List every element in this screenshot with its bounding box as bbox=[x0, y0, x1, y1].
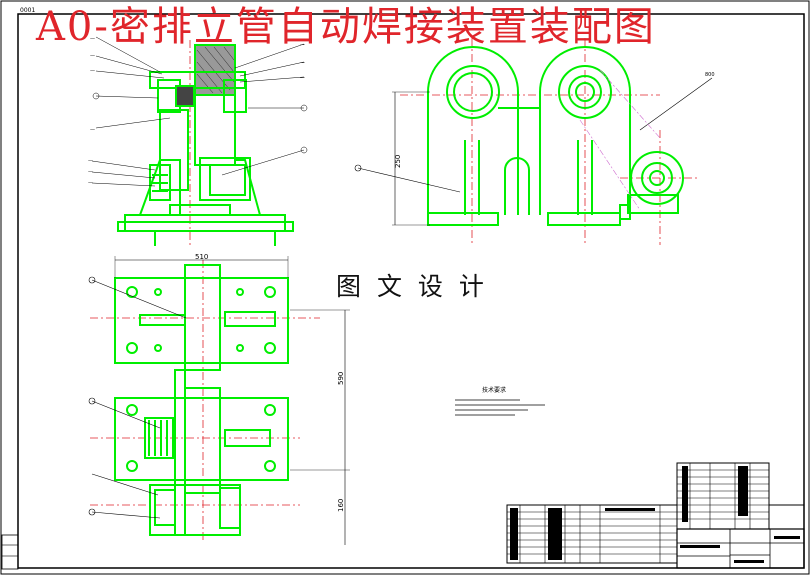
front-view-part-labels: — — — — — — — — — — bbox=[88, 36, 305, 186]
design-caption: 图 文 设 计 bbox=[336, 272, 488, 301]
svg-text:—: — bbox=[300, 42, 305, 48]
plan-bottom-dimension: 160 bbox=[337, 499, 345, 512]
svg-text:—: — bbox=[90, 68, 95, 74]
svg-text:—: — bbox=[88, 158, 93, 164]
inner-border bbox=[17, 13, 805, 569]
drawing-code: 0001 bbox=[20, 7, 36, 14]
svg-text:—: — bbox=[90, 53, 95, 59]
svg-text:—: — bbox=[300, 60, 305, 66]
side-view-part-label: 800 bbox=[705, 72, 715, 78]
drawing-title: A0-密排立管自动焊接装置装配图 bbox=[36, 4, 656, 50]
side-height-dimension: 250 bbox=[394, 155, 402, 168]
side-view bbox=[400, 38, 700, 245]
svg-text:—: — bbox=[88, 169, 93, 175]
plan-width-dimension: 510 bbox=[195, 253, 208, 261]
svg-text:—: — bbox=[90, 127, 95, 133]
front-view-leaders bbox=[91, 36, 308, 187]
plan-view bbox=[90, 260, 320, 540]
svg-text:—: — bbox=[300, 75, 305, 81]
technical-requirements-lines bbox=[455, 399, 545, 416]
binding-margin-box bbox=[1, 534, 19, 570]
front-section-view bbox=[117, 40, 294, 246]
title-block-fill bbox=[510, 466, 800, 563]
plan-view-annotations bbox=[88, 256, 350, 545]
svg-text:—: — bbox=[88, 180, 93, 186]
svg-text:—: — bbox=[90, 36, 95, 42]
title-block bbox=[676, 528, 805, 569]
technical-requirements-heading: 技术要求 bbox=[482, 386, 506, 394]
plan-vertical-dimension: 590 bbox=[337, 372, 345, 385]
side-view-annotations bbox=[354, 69, 713, 226]
